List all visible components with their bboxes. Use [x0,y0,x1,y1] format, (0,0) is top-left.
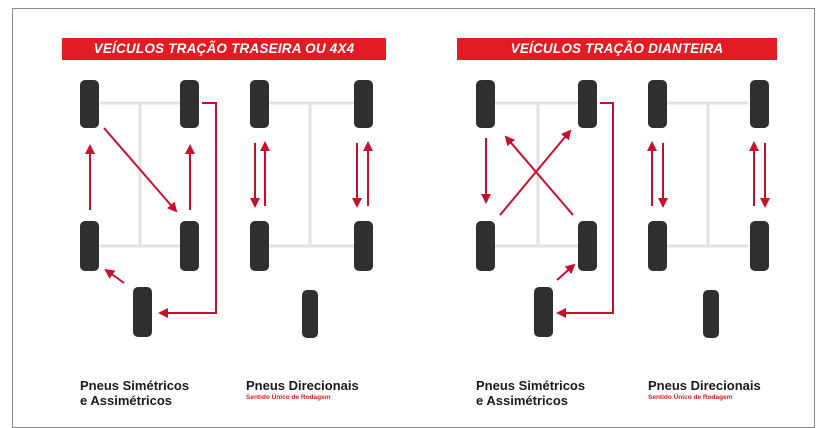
tire-front-right [354,80,373,128]
diagram-frame [12,8,815,428]
tire-front-right [180,80,199,128]
tire-rotation-diagram [80,80,770,338]
tire-front-left [476,80,495,128]
caption-subtitle: Sentido Único de Rodagem [648,394,733,401]
caption-line-1: Pneus Direcionais [246,378,359,393]
caption-line-1: Pneus Simétricos [80,378,190,393]
arrow-rear-left-to-front-right [499,129,572,216]
tire-rear-right [180,221,199,271]
chassis-frame [268,101,354,248]
diagram-rear-symmetric [80,80,217,337]
caption-line-2: e Assimétricos [476,393,569,408]
caption-subtitle: Sentido Único de Rodagem [246,394,331,401]
rotation-arrows [481,102,614,318]
arrow-spare-to-rear-left [104,268,125,284]
arrow-front-right-to-spare [158,102,217,318]
chassis-frame [100,101,180,248]
tire-front-left [648,80,667,128]
tire-rear-left [476,221,495,271]
tire-front-right [750,80,769,128]
tire-rear-left [648,221,667,271]
chassis-frame [495,101,578,248]
diagram-front-directional [647,80,770,338]
caption-front-directional: Pneus Direcionais Sentido Único de Rodag… [648,378,761,402]
section-banner-front-wheel: VEÍCULOS TRAÇÃO DIANTEIRA [457,38,777,60]
tire-rear-right [354,221,373,271]
tire-rear-left [80,221,99,271]
tire-rear-right [750,221,769,271]
diagram-rear-directional [250,80,373,338]
diagram-front-symmetric [476,80,614,337]
caption-line-1: Pneus Simétricos [476,378,586,393]
tire-spare [133,287,152,337]
caption-line-1: Pneus Direcionais [648,378,761,393]
tire-spare [534,287,553,337]
caption-rear-symmetric: Pneus Simétricos e Assimétricos [80,378,189,408]
tire-front-left [250,80,269,128]
caption-front-symmetric: Pneus Simétricos e Assimétricos [476,378,585,408]
arrow-spare-to-rear-right [556,263,576,281]
tire-spare [302,290,318,338]
rotation-arrows [647,141,770,208]
rotation-arrows [250,141,373,208]
tire-spare [703,290,719,338]
chassis-frame [666,101,748,248]
tire-rear-left [250,221,269,271]
caption-line-2: e Assimétricos [80,393,173,408]
tire-front-left [80,80,99,128]
caption-rear-directional: Pneus Direcionais Sentido Único de Rodag… [246,378,359,402]
section-banner-rear-4x4: VEÍCULOS TRAÇÃO TRASEIRA OU 4X4 [62,38,386,60]
rotation-arrows [85,102,217,318]
tire-rear-right [578,221,597,271]
tire-front-right [578,80,597,128]
arrow-front-right-to-spare [556,102,614,318]
arrow-rear-right-to-front-left [504,135,574,216]
arrow-front-left-to-rear-right [103,127,178,213]
